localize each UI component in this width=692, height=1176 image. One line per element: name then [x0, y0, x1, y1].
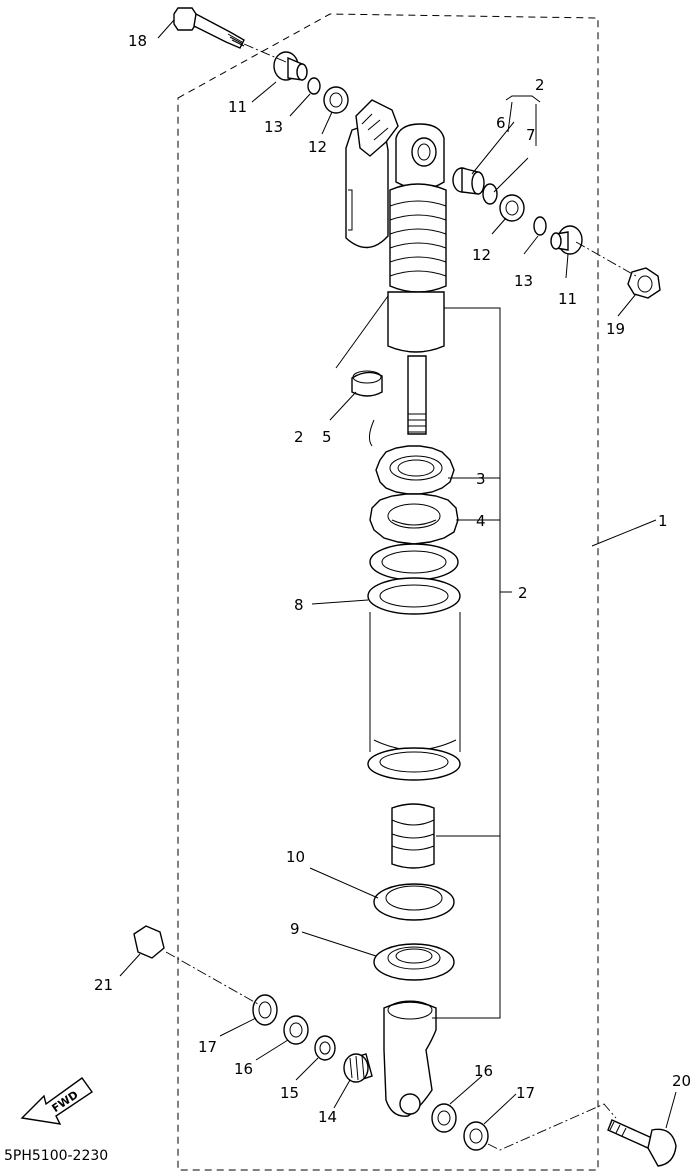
part-seal-16-right — [431, 1103, 457, 1133]
callout-18: 18 — [128, 32, 147, 50]
centerline-bottom-left — [165, 951, 259, 1005]
part-oring-7 — [482, 183, 498, 205]
callout-12-right: 12 — [472, 246, 491, 264]
part-shock-cylinder — [387, 291, 445, 435]
callout-13-right: 13 — [514, 272, 533, 290]
part-oring-13-left — [307, 77, 321, 95]
callout-11-right: 11 — [558, 290, 577, 308]
callout-11-left: 11 — [228, 98, 247, 116]
part-seal-12-right — [499, 194, 525, 222]
callout-2-left: 2 — [294, 428, 304, 446]
centerline-bottom-right — [487, 1103, 617, 1151]
part-collar-15 — [314, 1035, 336, 1061]
callout-9: 9 — [290, 920, 300, 938]
part-collar-17-left — [252, 994, 278, 1026]
fwd-arrow-icon: FWD — [20, 1077, 93, 1125]
callout-8: 8 — [294, 596, 304, 614]
part-bolt-18 — [173, 7, 245, 49]
callout-16-left: 16 — [234, 1060, 253, 1078]
part-bushing-5 — [351, 370, 383, 397]
callout-3: 3 — [476, 470, 486, 488]
part-nut-19 — [627, 267, 661, 299]
callout-6: 6 — [496, 114, 506, 132]
centerline-top-right — [575, 241, 637, 277]
centerline-top-bolt — [243, 43, 287, 63]
part-collar-11-left — [273, 51, 308, 81]
callout-10: 10 — [286, 848, 305, 866]
part-collar-11-right — [550, 225, 583, 255]
callout-20: 20 — [672, 1072, 691, 1090]
callout-1: 1 — [658, 512, 668, 530]
callout-2-mid: 2 — [518, 584, 528, 602]
part-shock-body-top — [345, 99, 447, 293]
part-spring-guide-10 — [373, 883, 455, 921]
part-seal-12-left — [323, 86, 349, 114]
callout-2-top: 2 — [535, 76, 545, 94]
callout-13-left: 13 — [264, 118, 283, 136]
assembly-boundary — [177, 13, 599, 1171]
part-adjuster-4 — [369, 493, 459, 545]
callout-14: 14 — [318, 1108, 337, 1126]
callout-16-right: 16 — [474, 1062, 493, 1080]
callout-7: 7 — [526, 126, 536, 144]
part-spring-8 — [367, 543, 461, 781]
part-locknut-3 — [375, 445, 455, 495]
part-collar-17-right — [463, 1121, 489, 1151]
part-lower-clevis — [383, 1000, 437, 1117]
part-bump-rubber — [391, 803, 435, 869]
part-bushing-6 — [452, 167, 485, 195]
callout-4: 4 — [476, 512, 486, 530]
callout-5: 5 — [322, 428, 332, 446]
callout-15: 15 — [280, 1084, 299, 1102]
part-spring-seat-9 — [373, 943, 455, 981]
callout-17-right: 17 — [516, 1084, 535, 1102]
part-oring-13-right — [533, 216, 547, 236]
callout-21: 21 — [94, 976, 113, 994]
part-seal-16-left — [283, 1015, 309, 1045]
group-bracket-2 — [335, 95, 541, 1019]
part-nut-21 — [133, 925, 165, 959]
drawing-code: 5PH5100-2230 — [4, 1148, 108, 1164]
part-bolt-20 — [607, 1119, 677, 1167]
leader-lines — [119, 19, 677, 1129]
part-bearing-14 — [343, 1053, 373, 1083]
callout-17-left: 17 — [198, 1038, 217, 1056]
callout-12-left: 12 — [308, 138, 327, 156]
callout-19: 19 — [606, 320, 625, 338]
